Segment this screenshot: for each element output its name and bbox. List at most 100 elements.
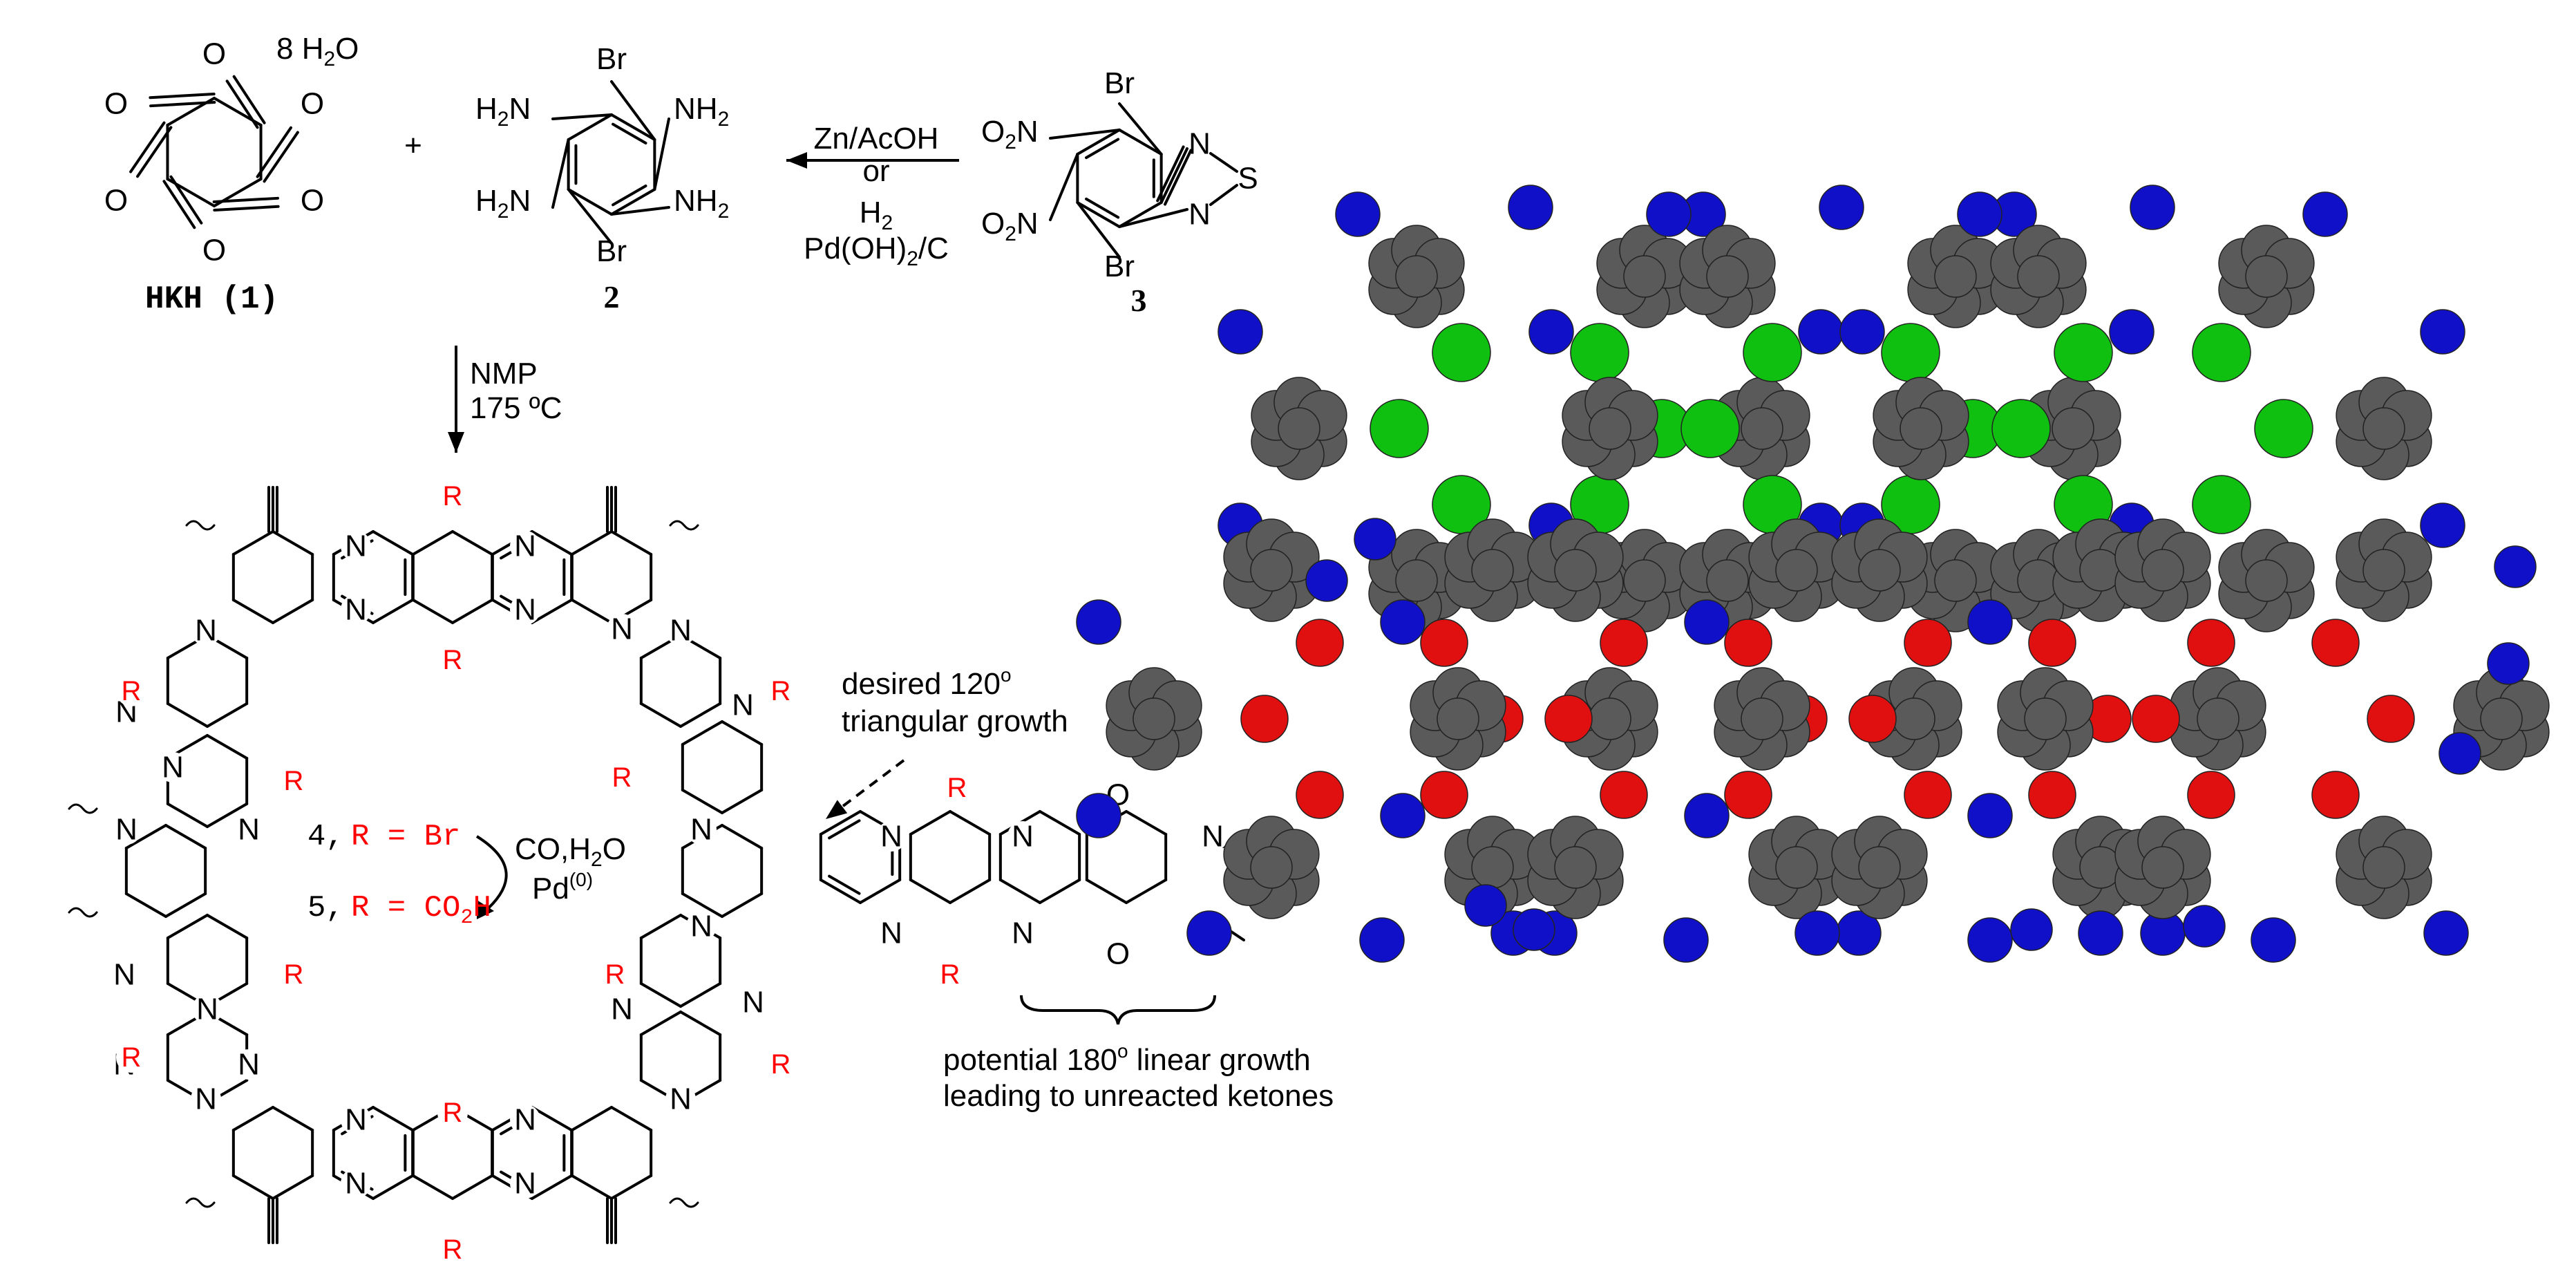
polymer-ring-bond: [679, 1011, 722, 1036]
polymer-wavy-end: [669, 1197, 699, 1208]
atom-mask: [738, 987, 768, 1017]
hkh-carbonyl-bond: [225, 79, 259, 129]
carbon-sphere: [1934, 559, 1977, 602]
atom-mask: [1007, 821, 1038, 852]
oxygen-sphere: [1600, 771, 1648, 819]
polymer-ring-bond: [411, 530, 454, 556]
polymer-wavy-end: [68, 803, 98, 814]
nitrogen-sphere: [1967, 917, 2013, 963]
cmp4-number: 4,: [307, 820, 344, 854]
nitrogen-sphere: [1684, 793, 1730, 838]
carbon-sphere: [1741, 407, 1783, 450]
bromine-sphere: [1680, 399, 1740, 458]
cmp2-n-bond: [551, 113, 613, 120]
cmp3-ring-bond: [1085, 138, 1120, 160]
atom-mask: [191, 1084, 221, 1114]
polymer-ring-bond: [819, 879, 862, 904]
polymer-ring-bond: [679, 982, 722, 1008]
oxygen-sphere: [2187, 619, 2235, 667]
cmp2-nh2-top-right: NH2: [674, 92, 729, 131]
polymer-ring-bond: [451, 599, 494, 624]
polymer-ring-bond: [721, 824, 764, 849]
cmp3-ring-bond: [1076, 201, 1121, 228]
polymer-ring-bond: [681, 789, 723, 814]
polymer-ring-bond: [206, 802, 249, 828]
atom-mask: [297, 88, 328, 119]
atom-mask: [192, 994, 222, 1024]
polymer-ring-bond: [372, 599, 415, 624]
carbon-sphere: [2245, 559, 2288, 602]
carbon-sphere: [1706, 255, 1749, 298]
cmp3-ring-bond: [1076, 129, 1121, 156]
step2-temperature: 175 ºC: [470, 391, 562, 425]
annotation-linear-line2: leading to unreacted ketones: [943, 1079, 1334, 1113]
nitrogen-sphere: [1513, 908, 1555, 951]
atom-mask: [278, 959, 309, 990]
carbon-sphere: [1395, 255, 1438, 298]
polymer-nitrogen-atom: N: [514, 1167, 536, 1201]
atom-mask: [116, 1042, 146, 1073]
atom-mask: [766, 676, 796, 706]
oxygen-sphere: [1600, 619, 1648, 667]
atom-mask: [191, 615, 221, 646]
cmp5-r-definition: R = CO2H: [351, 891, 491, 930]
carbon-sphere: [2017, 255, 2060, 298]
polymer-wavy-end: [185, 1197, 216, 1208]
nitrogen-sphere: [2078, 910, 2123, 956]
polymer-ring-bond: [998, 879, 1041, 904]
carbon-sphere: [1133, 697, 1175, 740]
polymer-ring-bond: [610, 530, 653, 556]
r-group-label: R: [443, 1098, 463, 1128]
atom-mask: [234, 1049, 264, 1080]
polymer-ring-bond: [639, 982, 682, 1008]
atom-mask: [101, 185, 131, 216]
polymer-nitrogen-atom: N: [162, 751, 184, 785]
atom-mask: [234, 814, 264, 845]
polymer-ring-bond: [272, 530, 314, 556]
bromine-sphere: [1432, 323, 1491, 382]
polymer-nitrogen-atom: N: [345, 593, 367, 627]
hkh-compound-label: HKH (1): [145, 281, 278, 317]
atom-mask: [935, 959, 965, 990]
cmp2-h2n-top-left: H2N: [475, 92, 531, 131]
polymer-ring-bond: [272, 1174, 314, 1200]
hkh-carbonyl-bond: [149, 100, 216, 108]
polymer-ring-bond: [721, 892, 764, 918]
r-group-label: R: [771, 676, 791, 706]
hkh-carbonyl-bond: [256, 126, 292, 178]
polymer-ring-bond: [124, 824, 167, 849]
nitrogen-sphere: [1798, 309, 1844, 355]
cmp2-nh2-bottom-right: NH2: [674, 184, 729, 223]
atom-mask: [686, 814, 717, 845]
hkh-carbonyl-bond: [232, 75, 266, 124]
r-group-label: R: [947, 773, 967, 803]
cmp2-br-bond: [610, 80, 656, 141]
polymer-ring-bond: [679, 702, 722, 728]
polymer-nitrogen-atom: N: [195, 614, 217, 648]
carbon-sphere: [1471, 846, 1514, 889]
carbon-sphere: [1706, 559, 1749, 602]
polymer-ring-bond: [411, 1174, 454, 1200]
atom-mask: [297, 185, 328, 216]
oxygen-sphere: [2311, 771, 2360, 819]
nitrogen-sphere: [2420, 309, 2465, 355]
nitrogen-sphere: [1380, 793, 1426, 838]
polymer-ring-bond: [231, 1106, 274, 1131]
carbon-sphere: [2362, 846, 2405, 889]
condensation-arrow-head: [448, 432, 464, 453]
polymer-nitrogen-atom: N: [514, 529, 536, 563]
nitrogen-sphere: [1794, 910, 1840, 956]
polymer-ring-bond: [681, 720, 723, 746]
step1-h2: H2: [860, 196, 893, 234]
cmp3-thiadiazole-s: S: [1238, 162, 1258, 196]
oxygen-sphere: [2311, 619, 2360, 667]
cmp2-n-bond: [653, 118, 670, 191]
polymer-ring-bond: [828, 874, 861, 895]
nitrogen-sphere: [1967, 793, 2013, 838]
cmp3-ring-bond: [1085, 197, 1120, 219]
carbon-sphere: [1775, 846, 1818, 889]
carbon-sphere: [1589, 407, 1631, 450]
bromine-sphere: [1881, 323, 1940, 382]
r-group-label: R: [284, 766, 304, 796]
nitrogen-sphere: [2251, 917, 2296, 963]
